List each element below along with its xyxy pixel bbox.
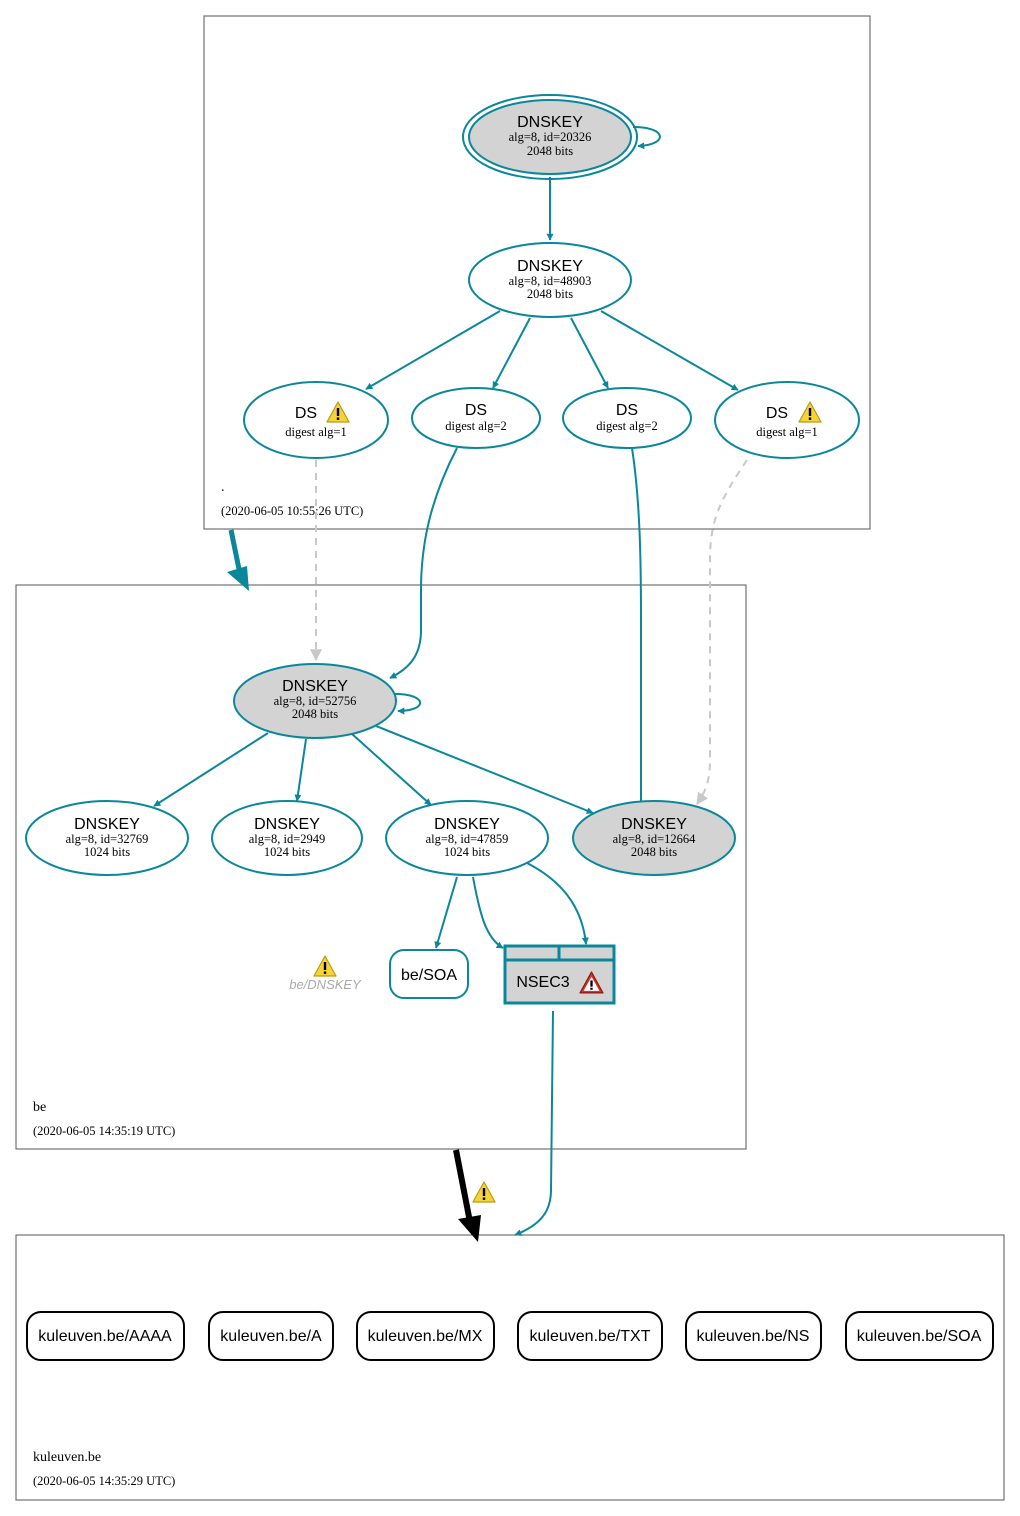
node-key-info: alg=8, id=20326: [509, 130, 592, 144]
warning-icon: [472, 1181, 496, 1203]
edge-zsk-ds4: [600, 310, 739, 391]
edge-ds4-be-k4: [696, 459, 748, 805]
node-digest: digest alg=2: [445, 419, 507, 433]
edge-be-ksk-self: [394, 693, 421, 715]
node-key-size: 1024 bits: [444, 845, 490, 859]
edge-zsk-ds1: [365, 310, 501, 390]
node-title: DNSKEY: [517, 258, 583, 275]
node-key-info: alg=8, id=47859: [426, 832, 509, 846]
node-key-size: 1024 bits: [264, 845, 310, 859]
zone-kuleuven-timestamp: (2020-06-05 14:35:29 UTC): [33, 1474, 175, 1488]
rrset-label: be/SOA: [401, 967, 457, 984]
edge-be-ksk-k1: [153, 732, 269, 807]
delegation-root-be-head: [227, 566, 249, 591]
node-key-size: 1024 bits: [84, 845, 130, 859]
node-title: DNSKEY: [517, 114, 583, 131]
node-key-size: 2048 bits: [292, 707, 338, 721]
node-digest: digest alg=1: [756, 425, 818, 439]
dnskey-node-be-12664[interactable]: DNSKEY alg=8, id=12664 2048 bits: [572, 800, 736, 876]
node-title: DS: [616, 402, 638, 419]
delegation-root-be: [228, 529, 243, 575]
delegation-be-kuleuven: [453, 1149, 473, 1223]
edge-zsk-ds2: [492, 317, 531, 389]
edge-be-ksk-k2: [294, 738, 307, 802]
edge-k3-nsec3-left: [472, 876, 504, 949]
zone-be-timestamp: (2020-06-05 14:35:19 UTC): [33, 1124, 175, 1138]
zone-kuleuven-label: kuleuven.be: [33, 1450, 101, 1465]
rrset-node-kuleuven-a[interactable]: kuleuven.be/A: [208, 1311, 334, 1361]
edge-k3-soa: [434, 876, 458, 949]
rrset-node-kuleuven-aaaa[interactable]: kuleuven.be/AAAA: [26, 1311, 185, 1361]
edge-be-ksk-k4: [375, 725, 594, 814]
node-digest: digest alg=2: [596, 419, 658, 433]
nsec3-label: NSEC3: [516, 974, 569, 991]
edge-ds3-be-k4: [631, 447, 645, 817]
zone-kuleuven: kuleuven.be (2020-06-05 14:35:29 UTC): [15, 1234, 1005, 1501]
node-key-info: alg=8, id=32769: [66, 832, 149, 846]
edge-root-ksk-self: [632, 126, 661, 150]
be-dnskey-rrset[interactable]: be/DNSKEY: [289, 955, 362, 992]
rrset-node-be-soa[interactable]: be/SOA: [389, 949, 469, 999]
dnskey-node-be-2949[interactable]: DNSKEY alg=8, id=2949 1024 bits: [211, 800, 363, 876]
node-title: DNSKEY: [434, 816, 500, 833]
node-title: DNSKEY: [74, 816, 140, 833]
rrset-label: kuleuven.be/MX: [368, 1328, 483, 1345]
node-key-info: alg=8, id=52756: [274, 694, 357, 708]
node-key-info: alg=8, id=48903: [509, 274, 592, 288]
edge-zsk-ds3: [570, 317, 609, 389]
dnskey-node-root-zsk[interactable]: DNSKEY alg=8, id=48903 2048 bits: [468, 242, 632, 318]
node-key-size: 2048 bits: [527, 287, 573, 301]
rrset-node-kuleuven-mx[interactable]: kuleuven.be/MX: [356, 1311, 495, 1361]
edge-be-ksk-k3: [351, 733, 432, 806]
delegation-be-kuleuven-head: [458, 1215, 481, 1242]
node-key-info: alg=8, id=12664: [613, 832, 697, 846]
rrset-node-kuleuven-ns[interactable]: kuleuven.be/NS: [685, 1311, 822, 1361]
node-digest: digest alg=1: [285, 425, 347, 439]
node-key-size: 2048 bits: [631, 845, 677, 859]
nsec3-node[interactable]: NSEC3: [503, 944, 616, 1005]
node-title: DNSKEY: [282, 678, 348, 695]
rrset-label: kuleuven.be/AAAA: [38, 1328, 172, 1345]
rrset-label: kuleuven.be/TXT: [530, 1328, 651, 1345]
zone-root-timestamp: (2020-06-05 10:55:26 UTC): [221, 504, 363, 518]
rrset-label: be/DNSKEY: [289, 977, 362, 992]
ds-node-1[interactable]: DS digest alg=1: [243, 381, 389, 459]
zone-be-label: be: [33, 1100, 46, 1115]
ds-node-4[interactable]: DS digest alg=1: [714, 381, 860, 459]
edge-k3-nsec3-right: [526, 862, 589, 945]
node-key-info: alg=8, id=2949: [249, 832, 326, 846]
node-title: DS: [766, 405, 788, 422]
edges: [153, 126, 748, 1242]
node-key-size: 2048 bits: [527, 144, 573, 158]
node-title: DS: [465, 402, 487, 419]
dnskey-node-be-ksk[interactable]: DNSKEY alg=8, id=52756 2048 bits: [233, 663, 397, 739]
rrset-label: kuleuven.be/A: [220, 1328, 322, 1345]
node-title: DS: [295, 405, 317, 422]
rrset-label: kuleuven.be/NS: [697, 1328, 810, 1345]
dnskey-node-root-ksk[interactable]: DNSKEY alg=8, id=20326 2048 bits: [462, 94, 638, 180]
rrset-node-kuleuven-txt[interactable]: kuleuven.be/TXT: [517, 1311, 663, 1361]
edge-nsec3-kuleuven: [514, 1010, 554, 1236]
edge-ds2-be-ksk: [389, 447, 458, 679]
node-title: DNSKEY: [254, 816, 320, 833]
rrset-label: kuleuven.be/SOA: [857, 1328, 982, 1345]
zone-root-label: .: [221, 480, 225, 495]
ds-node-3[interactable]: DS digest alg=2: [562, 387, 692, 449]
dnskey-node-be-47859[interactable]: DNSKEY alg=8, id=47859 1024 bits: [385, 800, 549, 876]
rrset-node-kuleuven-soa[interactable]: kuleuven.be/SOA: [845, 1311, 994, 1361]
node-title: DNSKEY: [621, 816, 687, 833]
ds-node-2[interactable]: DS digest alg=2: [411, 387, 541, 449]
dnskey-node-be-32769[interactable]: DNSKEY alg=8, id=32769 1024 bits: [25, 800, 189, 876]
